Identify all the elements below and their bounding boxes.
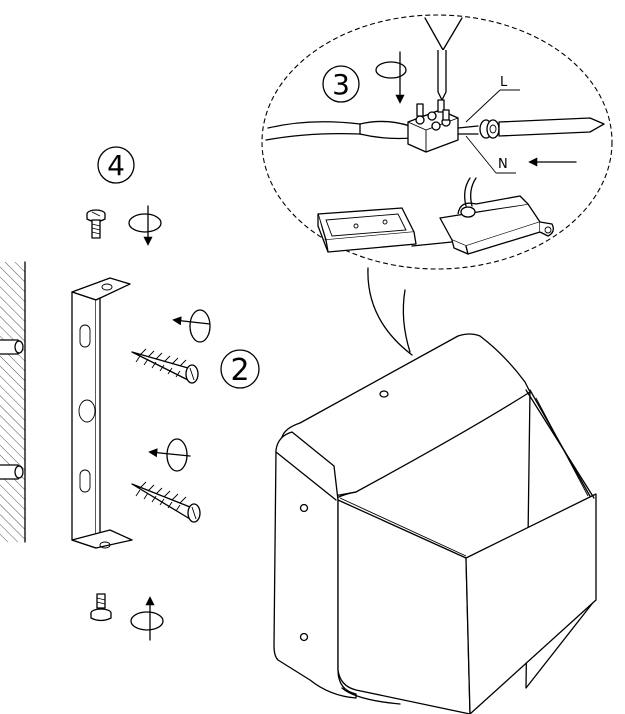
terminal-block bbox=[407, 99, 459, 153]
cable-gland bbox=[479, 119, 500, 139]
lamp-mount-assembly bbox=[411, 177, 554, 255]
housing-screw-lower bbox=[299, 632, 309, 642]
rotate-icon-step4-top bbox=[128, 205, 162, 246]
machine-screw-top bbox=[86, 209, 106, 239]
cover-plate bbox=[317, 207, 417, 253]
housing-screw-upper bbox=[299, 503, 309, 513]
wall-plug-lower bbox=[0, 464, 24, 480]
wall bbox=[0, 261, 26, 543]
wood-screw-upper bbox=[131, 348, 199, 384]
cable-entry-hole bbox=[379, 390, 389, 398]
wood-screw-lower bbox=[131, 481, 201, 523]
rotate-icon-step3 bbox=[375, 51, 407, 104]
step-4-label: 4 bbox=[107, 149, 125, 182]
machine-screw-bottom bbox=[90, 593, 112, 622]
mounting-bracket bbox=[71, 277, 133, 549]
wall-plug-upper bbox=[0, 339, 24, 355]
step-3-marker: 3 bbox=[322, 65, 360, 103]
neutral-wire-label: N bbox=[498, 157, 508, 172]
step-4-marker: 4 bbox=[97, 146, 135, 184]
wiring-detail-callout: L N bbox=[261, 14, 613, 356]
step-2-label: 2 bbox=[230, 353, 249, 388]
step-2-marker: 2 bbox=[220, 349, 260, 389]
step-3-label: 3 bbox=[332, 68, 350, 101]
rotate-icon-step4-bottom bbox=[130, 596, 164, 641]
rotate-icon-step2-lower bbox=[148, 438, 191, 472]
screwdriver-icon bbox=[424, 17, 463, 101]
light-housing bbox=[273, 333, 597, 714]
live-wire-label: L bbox=[500, 75, 508, 90]
rotate-icon-step2-upper bbox=[172, 309, 211, 343]
